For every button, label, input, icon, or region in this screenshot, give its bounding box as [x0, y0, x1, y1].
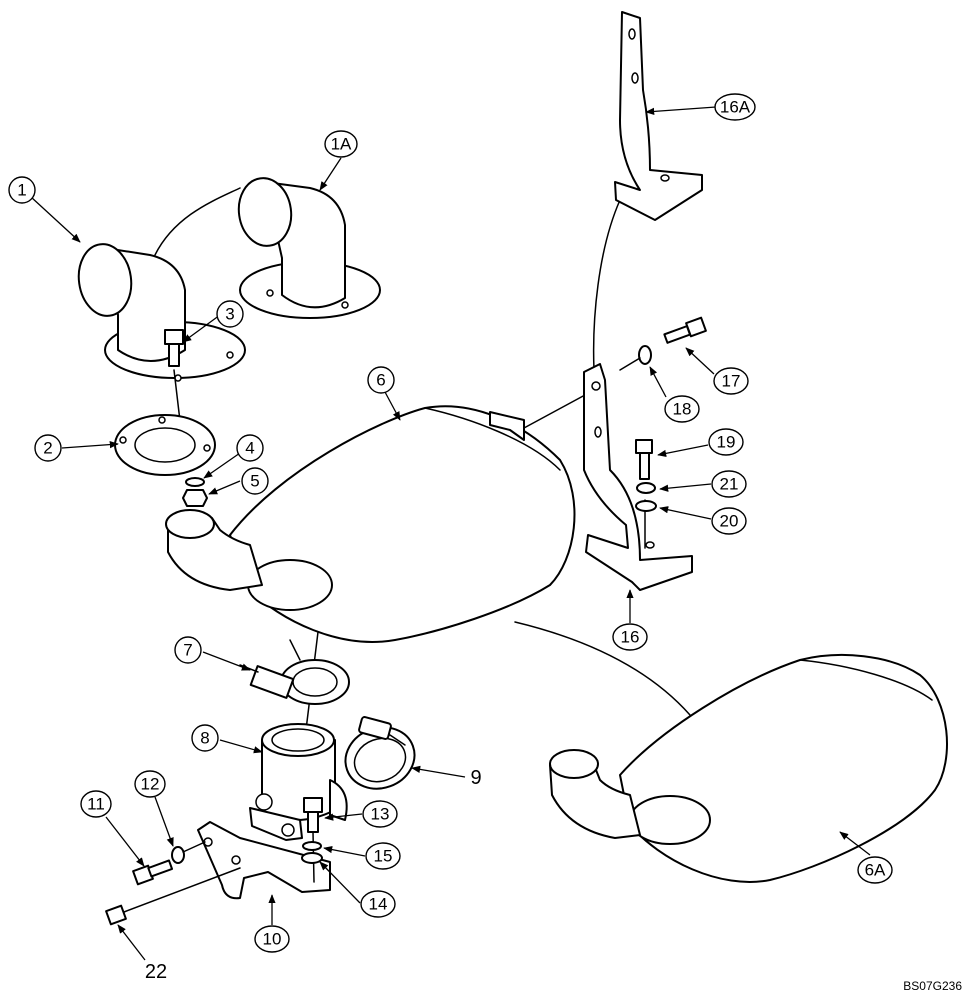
- svg-text:6: 6: [376, 371, 385, 390]
- callout-15: 15: [365, 842, 401, 870]
- svg-text:19: 19: [717, 433, 736, 452]
- svg-text:7: 7: [183, 641, 192, 660]
- callout-20: 20: [711, 507, 747, 535]
- callout-14: 14: [360, 890, 396, 918]
- callout-10: 10: [254, 925, 290, 953]
- svg-text:1A: 1A: [331, 135, 352, 154]
- callout-19: 19: [708, 428, 744, 456]
- callouts: 1 1A 2 3 4 5 6 6A: [8, 93, 893, 953]
- muffler-6: [165, 394, 586, 739]
- callout-21: 21: [711, 470, 747, 498]
- washer-4: [185, 477, 205, 487]
- callout-18: 18: [664, 395, 700, 423]
- callout-5: 5: [241, 467, 269, 495]
- plug-22: [105, 867, 241, 926]
- svg-text:4: 4: [245, 439, 254, 458]
- fastener-axis-17: [619, 357, 641, 371]
- label-22: 22: [145, 961, 167, 983]
- svg-text:11: 11: [87, 795, 105, 814]
- svg-text:12: 12: [141, 775, 160, 794]
- washer-12: [171, 846, 185, 864]
- bolt-11: [132, 859, 174, 886]
- svg-text:14: 14: [369, 895, 388, 914]
- svg-text:8: 8: [200, 729, 209, 748]
- svg-text:5: 5: [250, 472, 259, 491]
- callout-3: 3: [216, 300, 244, 328]
- svg-text:1: 1: [17, 181, 26, 200]
- svg-text:6A: 6A: [865, 861, 886, 880]
- callout-6a: 6A: [857, 856, 893, 884]
- callout-16a: 16A: [714, 93, 756, 121]
- svg-text:10: 10: [263, 930, 282, 949]
- hose-clamp-9: [344, 716, 416, 790]
- callout-13: 13: [362, 800, 398, 828]
- svg-text:16: 16: [621, 628, 640, 647]
- svg-text:20: 20: [720, 512, 739, 531]
- callout-7: 7: [174, 636, 202, 664]
- washer-21: [636, 482, 656, 494]
- callout-17: 17: [713, 367, 749, 395]
- bolt-13: [303, 797, 323, 883]
- svg-text:17: 17: [722, 372, 741, 391]
- clamp-7: [239, 639, 350, 705]
- exhaust-elbow-1a: [237, 177, 381, 319]
- fastener-axis-11: [182, 841, 206, 853]
- callout-1a: 1A: [324, 130, 358, 158]
- callout-1: 1: [8, 176, 36, 204]
- washer-20: [635, 500, 657, 512]
- muffler-6a: [549, 654, 948, 883]
- svg-text:21: 21: [720, 475, 739, 494]
- callout-2: 2: [34, 434, 62, 462]
- svg-text:13: 13: [371, 805, 390, 824]
- callout-11: 11: [80, 790, 112, 818]
- label-9: 9: [470, 767, 481, 789]
- callout-16: 16: [612, 623, 648, 651]
- alt-connector-16-16a: [592, 199, 621, 371]
- washer-14: [301, 852, 323, 864]
- svg-text:2: 2: [43, 439, 52, 458]
- alt-connector-6-6a: [514, 621, 691, 716]
- leader-lines: [30, 106, 871, 961]
- bracket-10: [197, 793, 331, 900]
- bolt-17: [663, 316, 707, 344]
- svg-text:18: 18: [673, 400, 692, 419]
- muffler-bracket-16a: [614, 11, 703, 221]
- washer-18: [638, 345, 652, 365]
- nut-5: [182, 489, 208, 507]
- washer-15: [302, 841, 322, 851]
- svg-text:15: 15: [374, 847, 393, 866]
- svg-text:3: 3: [225, 305, 234, 324]
- gasket-2: [114, 414, 216, 476]
- alt-connector-1-1a: [154, 187, 241, 256]
- callout-4: 4: [236, 434, 264, 462]
- callout-12: 12: [134, 770, 166, 798]
- callout-6: 6: [367, 366, 395, 394]
- drawing-code: BS07G236: [903, 979, 962, 993]
- callout-8: 8: [191, 724, 219, 752]
- svg-text:16A: 16A: [720, 98, 751, 117]
- muffler-bracket-16: [583, 363, 693, 591]
